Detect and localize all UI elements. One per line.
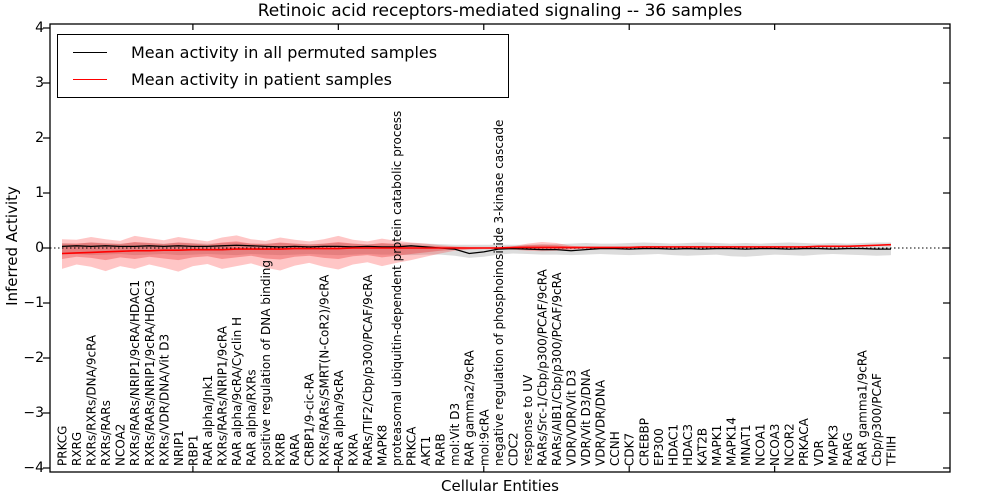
x-tick-label: RARB xyxy=(434,433,448,466)
x-tick-label: RAR alpha/9cRA/Cyclin H xyxy=(230,317,244,466)
x-tick-label: NRIP1 xyxy=(172,430,186,466)
x-tick-label: RAR alpha/Jnk1 xyxy=(201,375,215,466)
x-tick-label: RBP1 xyxy=(186,435,200,466)
legend-item-patient: Mean activity in patient samples xyxy=(58,70,508,89)
y-tick-label: −1 xyxy=(23,295,44,311)
x-tick-label: MAPK3 xyxy=(826,425,840,466)
x-tick-label: mol:Vit D3 xyxy=(448,403,462,466)
x-tick-label: RXRs/RARs/SMRT(N-CoR2)/9cRA xyxy=(317,274,331,466)
x-tick-label: HDAC3 xyxy=(681,424,695,466)
x-tick-label: RARs/AIB1/Cbp/p300/PCAF/9cRA xyxy=(550,272,564,466)
y-tick-label: 1 xyxy=(35,185,44,201)
x-tick-label: PRKCG xyxy=(56,426,70,466)
x-tick-label: VDR/VDR/DNA xyxy=(594,379,608,466)
x-tick-label: RARA xyxy=(288,433,302,466)
x-tick-label: PRKACA xyxy=(797,417,811,466)
x-tick-label: positive regulation of DNA binding xyxy=(259,260,273,466)
x-tick-label: NCOR2 xyxy=(783,423,797,466)
x-tick-label: RXRs/VDR/DNA/Vit D3 xyxy=(157,334,171,466)
x-tick-label: VDR/VDR/Vit D3 xyxy=(565,370,579,466)
x-tick-label: MNAT1 xyxy=(739,424,753,466)
x-tick-label: RARs/TIF2/Cbp/p300/PCAF/9cRA xyxy=(361,274,375,466)
x-tick-label: NCOA2 xyxy=(114,424,128,466)
x-tick-label: RAR gamma2/9cRA xyxy=(463,349,477,466)
x-tick-label: NCOA3 xyxy=(768,424,782,466)
series-line xyxy=(61,243,892,255)
patient-line-sample xyxy=(73,79,107,80)
x-tick-label: response to UV xyxy=(521,374,535,466)
x-tick-label: CDK7 xyxy=(623,433,637,466)
y-tick-label: −4 xyxy=(23,460,44,476)
x-tick-label: RXRs/RARs/NRIP1/9cRA/HDAC1 xyxy=(128,280,142,466)
x-tick-label: negative regulation of phosphoinositide … xyxy=(492,120,506,466)
x-tick-label: RARG xyxy=(841,432,855,466)
x-tick-label: MAPK1 xyxy=(710,425,724,466)
x-tick-label: RXRs/RXRs/DNA/9cRA xyxy=(85,334,99,466)
x-tick-label: MAPK8 xyxy=(375,425,389,466)
x-tick-label: VDR/Vit D3/DNA xyxy=(579,368,593,466)
y-tick-label: 0 xyxy=(35,240,44,256)
x-tick-label: VDR xyxy=(812,440,826,466)
x-tick-label: KAT2B xyxy=(695,428,709,466)
x-tick-label: proteasomal ubiquitin-dependent protein … xyxy=(390,111,404,466)
x-tick-label: RXRA xyxy=(346,433,360,466)
y-tick-label: 4 xyxy=(35,20,44,36)
y-tick-label: 2 xyxy=(35,130,44,146)
legend-box: Mean activity in all permuted samples Me… xyxy=(57,34,509,98)
x-tick-label: CDC2 xyxy=(506,432,520,466)
x-tick-label: RAR gamma1/9cRA xyxy=(855,349,869,466)
x-tick-label: EP300 xyxy=(652,428,666,466)
legend-label: Mean activity in all permuted samples xyxy=(131,43,438,62)
x-tick-label: NCOA1 xyxy=(754,424,768,466)
y-tick-label: −2 xyxy=(23,350,44,366)
x-tick-label: TFIIH xyxy=(885,436,899,467)
legend-label: Mean activity in patient samples xyxy=(131,70,392,89)
x-tick-label: mol:9cRA xyxy=(477,409,491,466)
x-tick-label: RXRs/RARs/NRIP1/9cRA xyxy=(215,325,229,466)
patient-range-outer-band xyxy=(62,235,891,272)
series-line xyxy=(61,244,891,255)
legend-item-permuted: Mean activity in all permuted samples xyxy=(58,43,508,62)
y-tick-label: 3 xyxy=(35,75,44,91)
x-tick-label: RAR alpha/9cRA xyxy=(332,369,346,466)
chart-title: Retinoic acid receptors-mediated signali… xyxy=(257,1,743,21)
x-tick-label: CRBP1/9-cic-RA xyxy=(303,372,317,466)
x-tick-label: CCNH xyxy=(608,431,622,466)
x-tick-label: RAR alpha/RXRs xyxy=(245,369,259,466)
x-tick-label: CREBBP xyxy=(637,418,651,466)
x-tick-label: RXRG xyxy=(70,432,84,466)
x-tick-label: RARs/Src-1/Cbp/p300/PCAF/9cRA xyxy=(535,268,549,466)
x-tick-label: PRKCA xyxy=(405,426,419,466)
x-axis-label: Cellular Entities xyxy=(441,477,559,495)
x-tick-label: Cbp/p300/PCAF xyxy=(870,373,884,466)
x-tick-label: RXRs/RARs xyxy=(99,400,113,466)
x-tick-label: AKT1 xyxy=(419,436,433,466)
x-tick-label: MAPK14 xyxy=(725,417,739,466)
x-tick-label: HDAC1 xyxy=(666,424,680,466)
y-tick-label: −3 xyxy=(23,405,44,421)
permuted-line-sample xyxy=(73,52,107,53)
plot-border xyxy=(49,23,951,473)
x-tick-label: RXRs/RARs/NRIP1/9cRA/HDAC3 xyxy=(143,280,157,466)
x-tick-label: RXRB xyxy=(274,433,288,466)
